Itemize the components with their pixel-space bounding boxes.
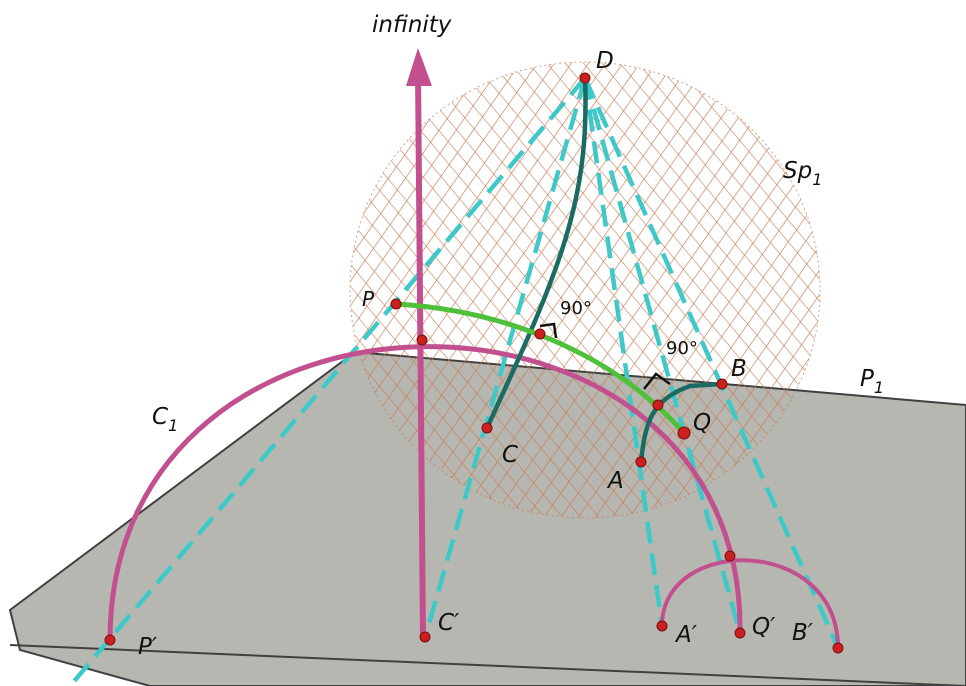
sphere-outline (349, 61, 821, 519)
label-a: A (606, 468, 624, 494)
projection-line-p (68, 76, 587, 686)
point-ab-top (724, 550, 736, 562)
label-angle-left: 90° (560, 298, 592, 319)
point-c1-top (416, 334, 428, 346)
right-angle-marker-right (643, 372, 671, 390)
label-p: P (362, 287, 375, 311)
label-c-prime: C′ (438, 610, 460, 636)
label-a-prime: A′ (674, 622, 698, 648)
semicircle-ab (660, 558, 840, 649)
projection-line-c (422, 77, 588, 639)
label-q-prime: Q′ (752, 614, 776, 640)
point-a (635, 456, 647, 468)
projection-line-b (582, 77, 841, 649)
point-b-prime (832, 642, 844, 654)
projection-line-q (582, 77, 743, 634)
geodesic-pq (395, 301, 686, 435)
point-q (677, 426, 691, 440)
point-c (481, 422, 493, 434)
point-d (579, 72, 591, 84)
point-q-prime (734, 627, 746, 639)
label-infinity: infinity (372, 12, 452, 38)
label-angle-right: 90° (666, 338, 698, 359)
infinity-arrowhead (406, 48, 432, 86)
projection-line-a (582, 77, 665, 627)
label-b-prime: B′ (792, 620, 814, 646)
geodesic-ab (638, 381, 723, 463)
point-a-prime (656, 620, 668, 632)
point-p-prime (104, 634, 116, 646)
point-intersection (534, 328, 546, 340)
right-angle-marker-left (539, 322, 558, 339)
label-sp1: Sp1 (783, 158, 822, 189)
label-c1: C1 (152, 404, 178, 435)
point-c-prime (419, 631, 431, 643)
label-plane-p1: P1 (860, 366, 884, 397)
label-c: C (502, 442, 518, 468)
point-b (716, 378, 728, 390)
label-p-prime: P′ (138, 634, 158, 660)
semicircle-c1 (107, 344, 743, 641)
projection-lines (68, 76, 841, 686)
point-q-upper (652, 399, 664, 411)
label-b: B (731, 356, 747, 382)
infinity-axis (415, 71, 426, 641)
label-d: D (596, 48, 614, 74)
point-p (390, 298, 402, 310)
points (104, 72, 844, 654)
geodesic-dc (484, 77, 588, 429)
plane-bottom-edge (9, 644, 966, 686)
label-q: Q (693, 410, 711, 436)
